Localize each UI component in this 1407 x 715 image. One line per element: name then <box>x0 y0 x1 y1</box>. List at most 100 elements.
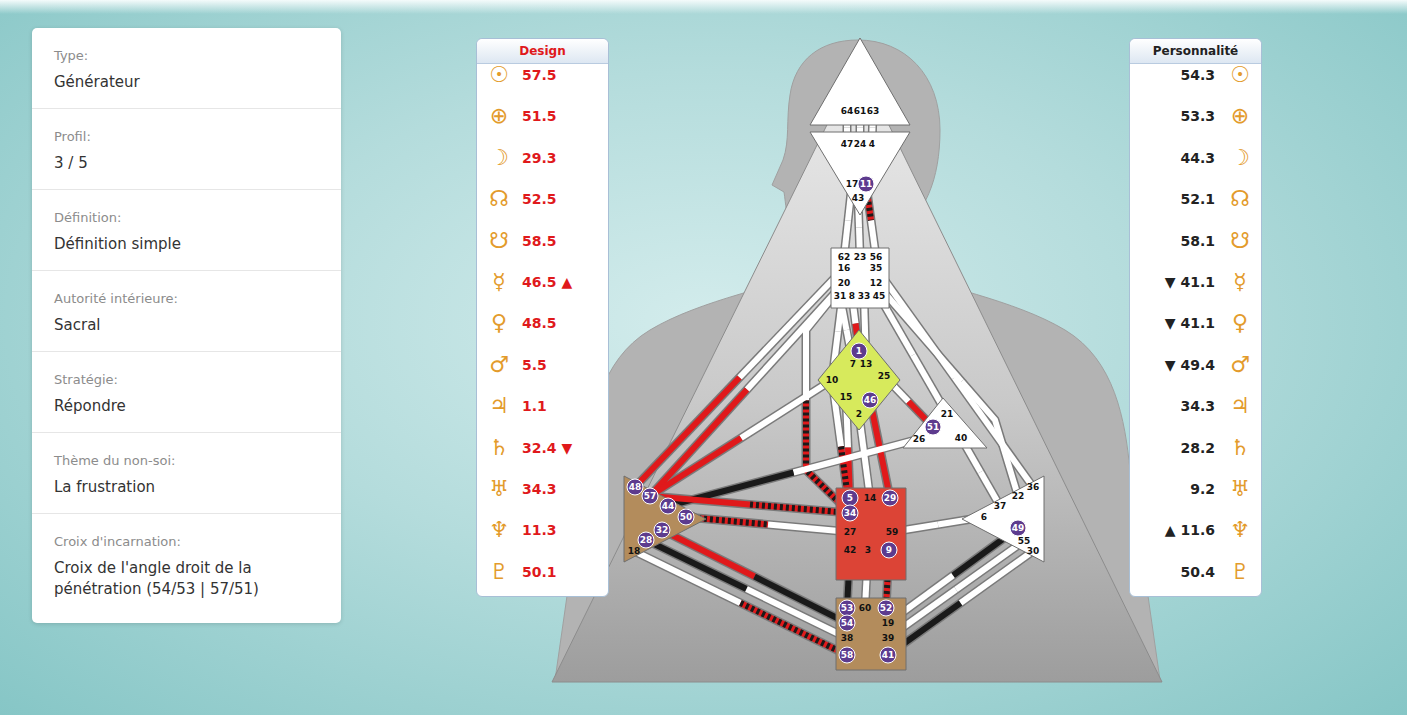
planet-value: 9.2 <box>1190 481 1215 497</box>
info-row: Type: Générateur <box>32 28 341 109</box>
channel <box>876 268 1033 487</box>
channel <box>668 439 919 506</box>
channel-outline <box>686 517 850 532</box>
channel-half <box>750 505 850 514</box>
active-gate: 57 <box>642 488 659 505</box>
gate-number: 64 <box>841 106 854 117</box>
planet-symbol: ♇ <box>489 560 509 584</box>
channel <box>686 517 850 532</box>
center-shape <box>818 330 900 430</box>
gate-number: 3 <box>865 545 871 556</box>
gate-number: 35 <box>870 263 883 274</box>
gate-number: 13 <box>860 359 873 370</box>
planet-value: 53.3 <box>1180 108 1215 124</box>
gate-number: 25 <box>878 371 891 382</box>
planet-value: 11.3 <box>522 522 557 538</box>
planet-symbol: ☋ <box>1230 229 1250 253</box>
gate-number: 43 <box>852 193 865 204</box>
gate-number: 19 <box>882 618 895 629</box>
gate-number: 36 <box>1027 482 1040 493</box>
gate-number: 45 <box>873 291 886 302</box>
center-shape <box>810 38 910 125</box>
planet-symbol: ☿ <box>1233 270 1247 294</box>
ego-center: 21512640 <box>903 398 987 448</box>
planet-value: 54.3 <box>1180 67 1215 83</box>
gate-number: 56 <box>870 252 883 263</box>
planet-value: 32.4 ▼ <box>522 440 572 456</box>
channel <box>888 541 1024 638</box>
channel-outline <box>888 541 1024 638</box>
planet-symbol: ☽ <box>489 146 509 170</box>
info-row: Stratégie:Répondre <box>32 352 341 433</box>
channel-outlines <box>634 111 1033 655</box>
table-header: Personnalité <box>1153 44 1239 58</box>
info-row: Autorité intérieure:Sacral <box>32 271 341 352</box>
planet-symbol: ☊ <box>489 187 509 211</box>
gate-number: 55 <box>1018 536 1031 547</box>
planet-value: 50.1 <box>522 564 557 580</box>
gate-number: 7 <box>850 359 856 370</box>
gate-number: 10 <box>826 375 839 386</box>
field-label: Profil: <box>54 129 91 144</box>
channel-half <box>741 380 832 438</box>
active-gate: 50 <box>678 509 695 526</box>
gate-number: 6 <box>981 512 987 523</box>
field-label: Type: <box>54 48 88 63</box>
gate-number: 39 <box>882 633 895 644</box>
field-value: Définition simple <box>54 234 324 255</box>
gate-number: 31 <box>834 291 847 302</box>
throat-center: 622356163520123183345 <box>831 248 889 308</box>
gate-number: 47 <box>841 139 854 150</box>
active-gate: 34 <box>842 505 859 522</box>
active-gate: 49 <box>1010 520 1027 537</box>
channel-hatch <box>750 505 850 514</box>
planet-symbol: ♀ <box>491 311 507 335</box>
info-row: Croix d'incarnation:Croix de l'angle dro… <box>32 514 341 623</box>
channel <box>646 540 847 638</box>
channel-half <box>650 390 747 497</box>
active-gate: 9 <box>881 542 898 559</box>
solar-plexus-center: 3622376495530 <box>962 476 1044 562</box>
field-label: Stratégie: <box>54 372 118 387</box>
planet-value: 52.5 <box>522 191 557 207</box>
gate-number: 38 <box>841 633 854 644</box>
planet-value: 34.3 <box>522 481 557 497</box>
root-center: 536052541938395841 <box>836 598 906 670</box>
gate-number: 21 <box>941 409 954 420</box>
center-shape <box>962 476 1044 562</box>
field-value: Générateur <box>54 72 324 93</box>
planet-value: 50.4 <box>1180 564 1215 580</box>
gate-number: 42 <box>844 545 857 556</box>
gate-number: 22 <box>1012 491 1025 502</box>
field-value: La frustration <box>54 477 324 498</box>
active-gate: 41 <box>880 647 897 664</box>
planet-value: 46.5 ▲ <box>522 274 572 290</box>
channel-outline <box>876 283 1018 496</box>
channel <box>888 551 1033 655</box>
top-fade <box>0 0 1407 14</box>
planet-value: ▲ 11.6 <box>1165 522 1215 538</box>
field-label: Définition: <box>54 210 121 225</box>
channel-outline <box>646 540 847 638</box>
body-triangle <box>552 62 1162 682</box>
gate-number: 60 <box>859 603 872 614</box>
field-label: Thème du non-soi: <box>54 453 175 468</box>
design-table: Design57.551.529.352.558.546.5 ▲48.55.51… <box>476 38 609 597</box>
planet-value: 52.1 <box>1180 191 1215 207</box>
channel-outline <box>668 439 919 506</box>
active-gate: 51 <box>925 419 942 436</box>
planet-value: 51.5 <box>522 108 557 124</box>
gate-number: 8 <box>849 291 855 302</box>
gate-number: 16 <box>838 263 851 274</box>
table-header: Design <box>519 44 566 58</box>
center-shape <box>810 132 910 215</box>
channel-half <box>794 439 920 473</box>
planet-value: 1.1 <box>522 398 547 414</box>
gate-number: 23 <box>854 252 867 263</box>
gate-number: 26 <box>913 434 926 445</box>
channel-half <box>740 268 845 378</box>
center-shape <box>831 248 889 308</box>
channel-half <box>961 551 1034 603</box>
planet-value: ▼ 49.4 <box>1165 357 1215 373</box>
planet-value: 29.3 <box>522 150 557 166</box>
